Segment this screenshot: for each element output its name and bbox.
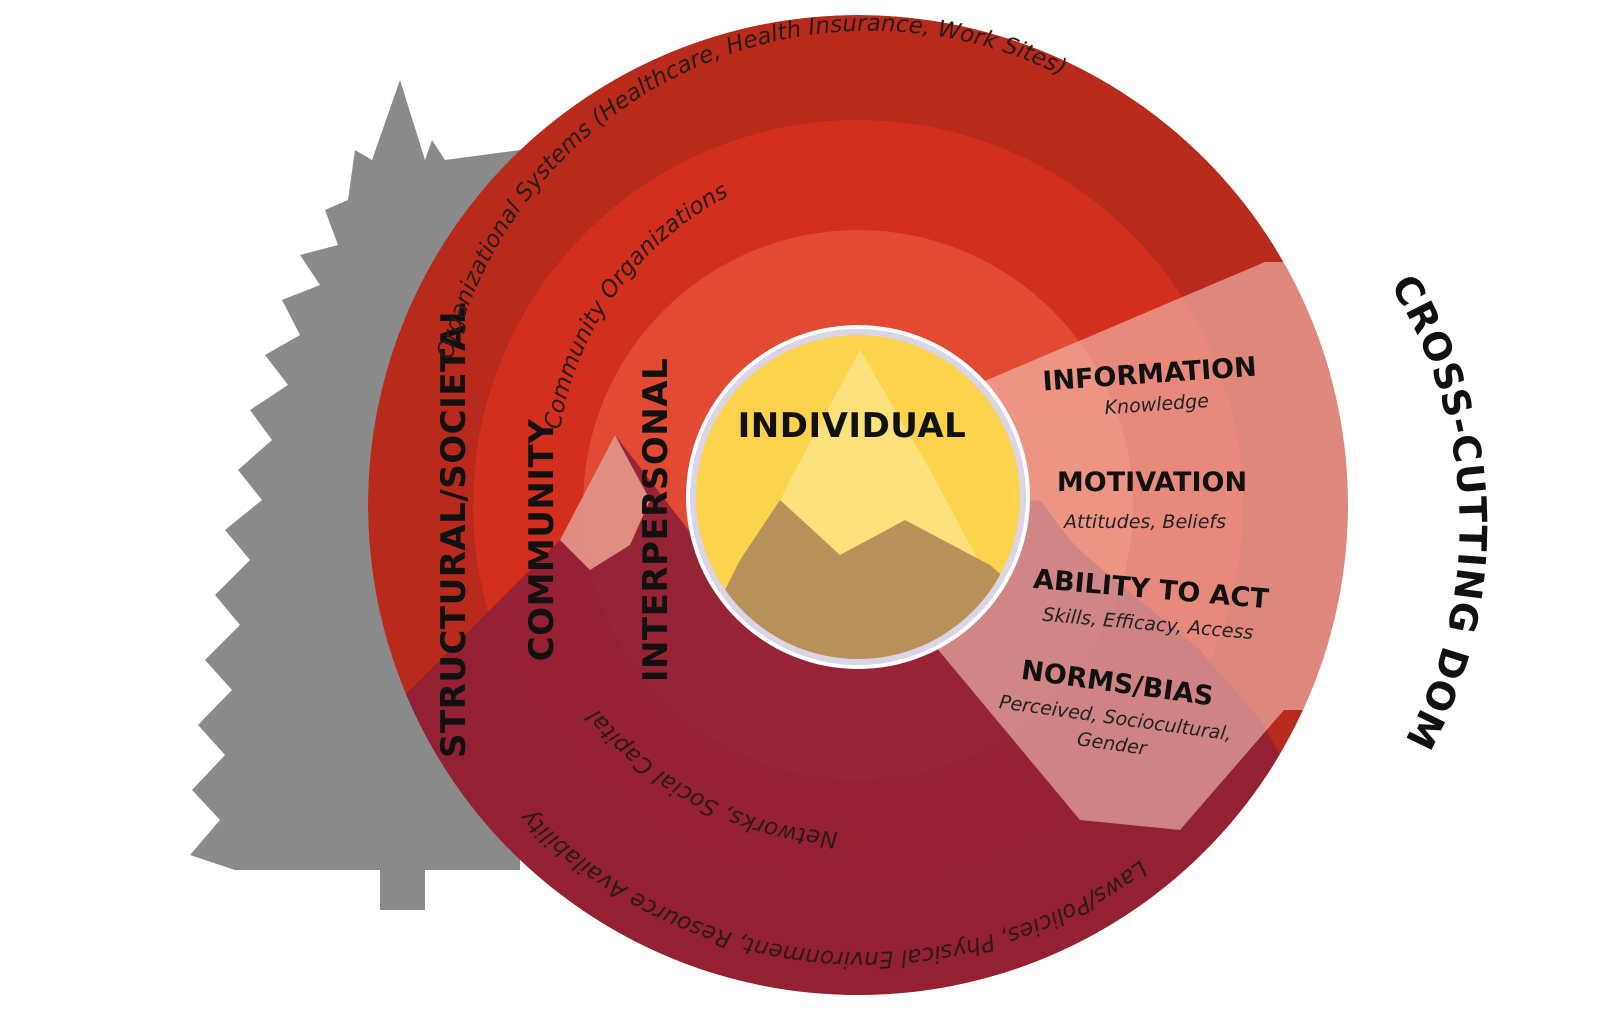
individual-label: INDIVIDUAL bbox=[738, 406, 967, 446]
mountain-snow-icon bbox=[560, 435, 650, 570]
interpersonal-label: INTERPERSONAL bbox=[636, 358, 676, 682]
mountain-icon bbox=[368, 435, 1348, 995]
domain-motivation-label: MOTIVATION bbox=[1057, 467, 1247, 498]
domain-motivation-sub: Attitudes, Beliefs bbox=[1062, 511, 1226, 533]
cross-cutting-wedge bbox=[930, 262, 1348, 830]
community-label: COMMUNITY bbox=[522, 419, 562, 662]
core-mountain-icon bbox=[693, 500, 1023, 662]
structural-societal-label: STRUCTURAL/SOCIETAL bbox=[434, 302, 474, 758]
